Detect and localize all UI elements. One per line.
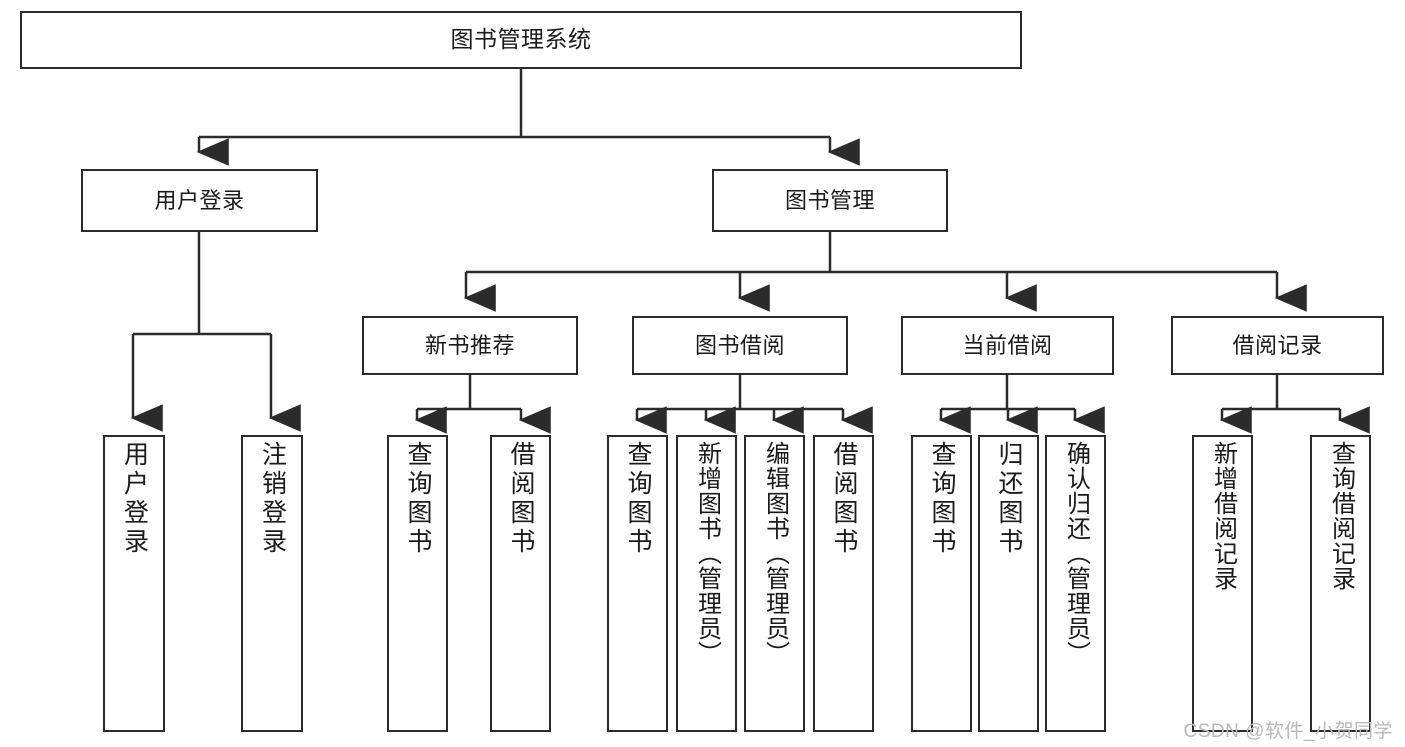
leaf-edit-book-admin-label: 编辑图书（管理员） — [761, 441, 789, 666]
node-root-label: 图书管理系统 — [450, 26, 592, 53]
leaf-user-login[interactable]: 用户登录 — [103, 435, 165, 732]
node-borrow-records-label: 借阅记录 — [1232, 332, 1323, 358]
csdn-watermark: CSDN @软件_小贺同学 — [1183, 721, 1393, 742]
leaf-add-borrow-record[interactable]: 新增借阅记录 — [1192, 435, 1253, 732]
leaf-query-book-borrow[interactable]: 查询图书 — [607, 435, 668, 732]
leaf-logout[interactable]: 注销登录 — [241, 435, 303, 732]
leaf-query-book-current[interactable]: 查询图书 — [911, 435, 972, 732]
node-book-borrow[interactable]: 图书借阅 — [632, 316, 848, 375]
node-book-borrow-label: 图书借阅 — [694, 332, 785, 358]
node-root[interactable]: 图书管理系统 — [20, 11, 1022, 69]
node-user-login[interactable]: 用户登录 — [81, 169, 318, 232]
leaf-edit-book-admin[interactable]: 编辑图书（管理员） — [744, 435, 805, 732]
leaf-query-book-current-label: 查询图书 — [928, 441, 956, 557]
leaf-query-book-newbook-label: 查询图书 — [404, 441, 432, 557]
leaf-add-borrow-record-label: 新增借阅记录 — [1209, 441, 1237, 591]
leaf-borrow-book-newbook-label: 借阅图书 — [507, 441, 535, 557]
leaf-borrow-book[interactable]: 借阅图书 — [813, 435, 874, 732]
leaf-query-borrow-record-label: 查询借阅记录 — [1327, 441, 1355, 591]
leaf-confirm-return-admin-label: 确认归还（管理员） — [1062, 441, 1090, 666]
leaf-borrow-book-newbook[interactable]: 借阅图书 — [490, 435, 551, 732]
leaf-add-book-admin[interactable]: 新增图书（管理员） — [676, 435, 737, 732]
leaf-query-book-borrow-label: 查询图书 — [624, 441, 652, 557]
leaf-user-login-label: 用户登录 — [120, 441, 149, 557]
node-book-management-label: 图书管理 — [784, 187, 875, 213]
leaf-return-book-label: 归还图书 — [995, 441, 1023, 557]
leaf-query-book-newbook[interactable]: 查询图书 — [387, 435, 448, 732]
leaf-return-book[interactable]: 归还图书 — [978, 435, 1039, 732]
node-current-borrow-label: 当前借阅 — [962, 332, 1053, 358]
node-book-management[interactable]: 图书管理 — [712, 169, 948, 232]
node-borrow-records[interactable]: 借阅记录 — [1171, 316, 1384, 375]
node-new-book-recommend[interactable]: 新书推荐 — [362, 316, 578, 375]
leaf-add-book-admin-label: 新增图书（管理员） — [693, 441, 721, 666]
leaf-confirm-return-admin[interactable]: 确认归还（管理员） — [1045, 435, 1106, 732]
node-user-login-label: 用户登录 — [154, 187, 245, 213]
node-new-book-recommend-label: 新书推荐 — [424, 332, 515, 358]
leaf-borrow-book-label: 借阅图书 — [830, 441, 858, 557]
node-current-borrow[interactable]: 当前借阅 — [901, 316, 1114, 375]
leaf-query-borrow-record[interactable]: 查询借阅记录 — [1310, 435, 1371, 732]
leaf-logout-label: 注销登录 — [258, 441, 287, 557]
